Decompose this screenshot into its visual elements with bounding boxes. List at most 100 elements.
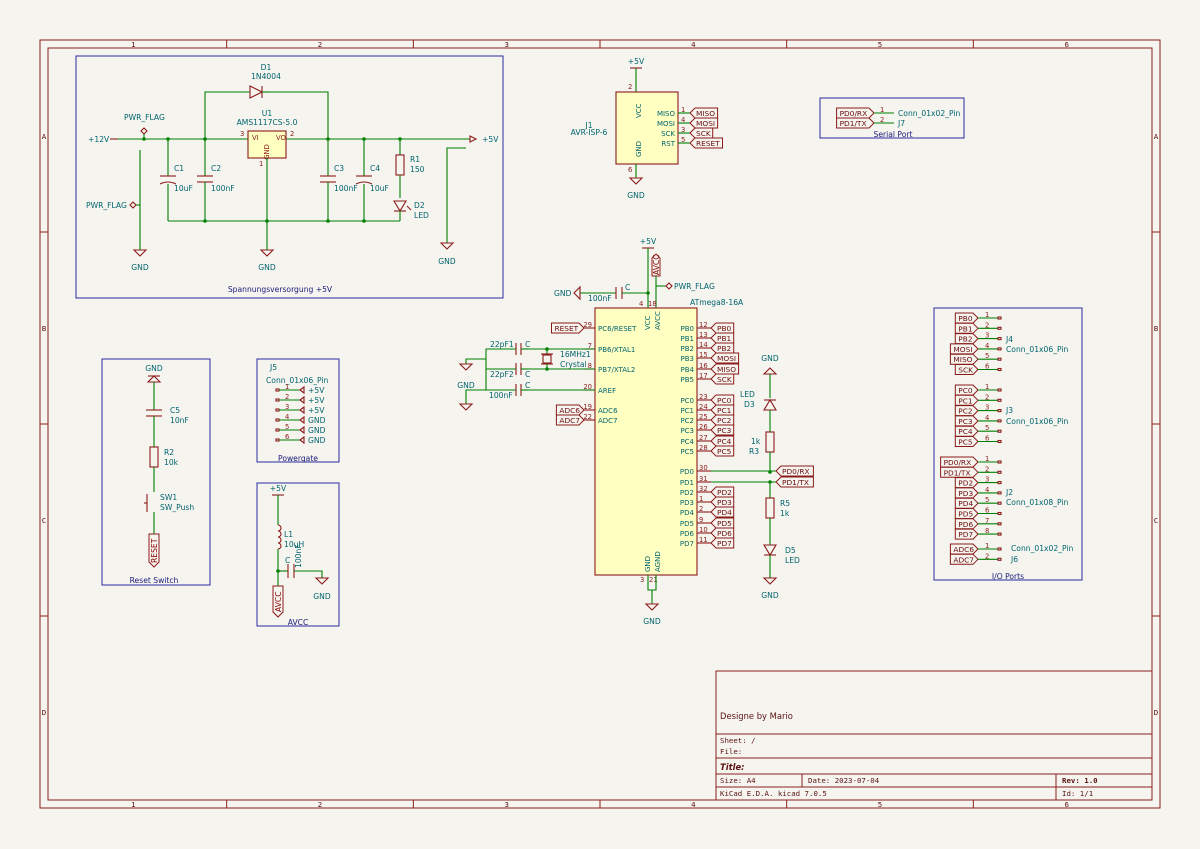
j4-pins-label-4-text: MISO <box>953 355 972 364</box>
svg-text:PWR_FLAG: PWR_FLAG <box>674 282 715 291</box>
mcu-label-pc3: PC3 <box>710 424 735 436</box>
svg-text:100nF: 100nF <box>334 184 358 193</box>
mcu-label-adc6: ADC6 <box>555 404 585 416</box>
j4-pins-label-0: PB0 <box>954 312 979 324</box>
mcu-label-mosi: MOSI <box>710 352 740 364</box>
mcu-pin-pc0: PC0 <box>680 397 694 405</box>
j2-pins-label-7-text: PD7 <box>958 530 973 539</box>
svg-text:AVCC: AVCC <box>274 591 283 612</box>
svg-text:AMS1117CS-5.0: AMS1117CS-5.0 <box>237 118 298 127</box>
j3-pins-pin-number: 4 <box>985 414 989 422</box>
mcu-label-pd1-tx: PD1/TX <box>775 476 814 488</box>
mcu-pin-pd6: PD6 <box>680 530 695 538</box>
svg-text:J1: J1 <box>584 121 592 130</box>
frame-col-top-5: 5 <box>878 40 882 49</box>
j4-pins-label-4: MISO <box>949 353 979 365</box>
j4-pins-pin-number: 4 <box>985 342 989 350</box>
mcu-pin-number: 12 <box>699 321 708 329</box>
mcu-pin-adc7: ADC7 <box>598 417 618 425</box>
mcu-label-pd2-text: PD2 <box>717 488 732 497</box>
capacitor-c1: C1 10uF <box>159 139 193 221</box>
frame-row-right-C: C <box>1154 516 1158 525</box>
mcu-label-pd2: PD2 <box>710 486 735 498</box>
capacitor-c3: C3 100nF <box>320 139 358 221</box>
j2-pins-label-5: PD5 <box>954 508 979 519</box>
svg-text:Date: 2023-07-04: Date: 2023-07-04 <box>808 776 880 785</box>
svg-text:GND: GND <box>438 257 456 266</box>
j3-pins-pin-number: 1 <box>985 383 989 391</box>
mcu-pin-number: 8 <box>588 362 592 370</box>
j4-pins-label-5-text: SCK <box>958 366 973 375</box>
svg-text:GND: GND <box>627 191 645 200</box>
j6-pins-label-1-text: ADC7 <box>953 555 974 564</box>
serial-pin-number: 1 <box>880 106 884 114</box>
mcu-pin-number: 13 <box>699 331 708 339</box>
mcu-label-pd7-text: PD7 <box>717 539 732 548</box>
mcu-label-pd0-rx-text: PD0/RX <box>782 467 810 476</box>
svg-text:10uF: 10uF <box>370 184 389 193</box>
j2-pins-label-1: PD1/TX <box>940 466 979 478</box>
mcu-label-reset: RESET <box>551 322 585 334</box>
isp-pin-name-sck: SCK <box>661 130 675 138</box>
mcu-label-sck-text: SCK <box>717 375 732 384</box>
mcu-pin-pb7-xtal2: PB7/XTAL2 <box>598 366 635 374</box>
j3-pins-pin-number: 2 <box>985 393 989 401</box>
designer-text: Designe by Mario <box>720 711 793 721</box>
mcu-label-pd3: PD3 <box>710 496 735 508</box>
mcu-label-adc7-text: ADC7 <box>559 416 580 425</box>
svg-text:100nF: 100nF <box>211 184 235 193</box>
mcu-pin-pd5: PD5 <box>680 520 694 528</box>
isp-pin-number: 1 <box>681 106 685 114</box>
j2-pins-label-2-text: PD2 <box>958 479 973 488</box>
j2-pins-label-7: PD7 <box>954 528 979 540</box>
io-ports-title: I/O Ports <box>992 572 1024 581</box>
svg-text:LED: LED <box>740 390 755 399</box>
svg-text:C: C <box>625 283 630 292</box>
diode-d1: D1 1N4004 <box>249 63 281 99</box>
svg-text:1k: 1k <box>780 509 790 518</box>
isp-label-sck: SCK <box>689 127 714 139</box>
mcu-label-pb2: PB2 <box>710 342 735 354</box>
mcu-pin-number: 31 <box>699 475 708 483</box>
mcu-pin-number: 32 <box>699 485 708 493</box>
svg-text:22pF1: 22pF1 <box>490 340 514 349</box>
power-block-title: Spannungsversorgung +5V <box>228 285 333 294</box>
svg-text:D3: D3 <box>744 400 755 409</box>
powergate-net-3: +5V <box>308 406 325 415</box>
serial-pin-number: 2 <box>880 116 884 124</box>
mcu-pin-number: 26 <box>699 423 708 431</box>
svg-text:Crystal: Crystal <box>560 360 587 369</box>
mcu-pin-number: 11 <box>699 536 708 544</box>
frame-col-top-1: 1 <box>131 40 135 49</box>
j3-pins-label-2-text: PC2 <box>958 407 972 416</box>
svg-text:AVCC: AVCC <box>654 311 662 330</box>
svg-text:10uH: 10uH <box>284 540 304 549</box>
svg-text:+5V: +5V <box>628 57 645 66</box>
avcc-block: AVCC +5V L1 10uH C 100nF GND AVCC <box>256 482 340 627</box>
mcu-label-mosi-text: MOSI <box>717 354 736 363</box>
svg-text:GND: GND <box>554 289 572 298</box>
svg-text:SW_Push: SW_Push <box>160 503 194 512</box>
mcu-label-pb1-text: PB1 <box>717 334 732 343</box>
capacitor-c2: C2 100nF <box>197 139 235 221</box>
j2-pins-label-1-text: PD1/TX <box>944 468 971 477</box>
mcu-pin-number: 30 <box>699 464 708 472</box>
svg-text:GND: GND <box>761 591 779 600</box>
j2-pins-label-3: PD3 <box>954 487 979 499</box>
label-12v: +12V <box>88 135 110 144</box>
mcu-pin-pc3: PC3 <box>680 427 694 435</box>
svg-text:22pF2: 22pF2 <box>490 370 514 379</box>
powergate-net-5: GND <box>308 426 326 435</box>
isp-label-mosi: MOSI <box>689 117 719 129</box>
j3-pins-label-3: PC3 <box>954 415 979 427</box>
svg-text:C5: C5 <box>170 406 180 415</box>
svg-text:LED: LED <box>785 556 800 565</box>
svg-text:+5V: +5V <box>640 237 657 246</box>
label-5v: +5V <box>482 135 499 144</box>
mcu-pin-number: 17 <box>699 372 708 380</box>
svg-text:GND: GND <box>761 354 779 363</box>
regulator-u1: U1 AMS1117CS-5.0 VI VO GND 3 2 1 <box>237 109 298 245</box>
